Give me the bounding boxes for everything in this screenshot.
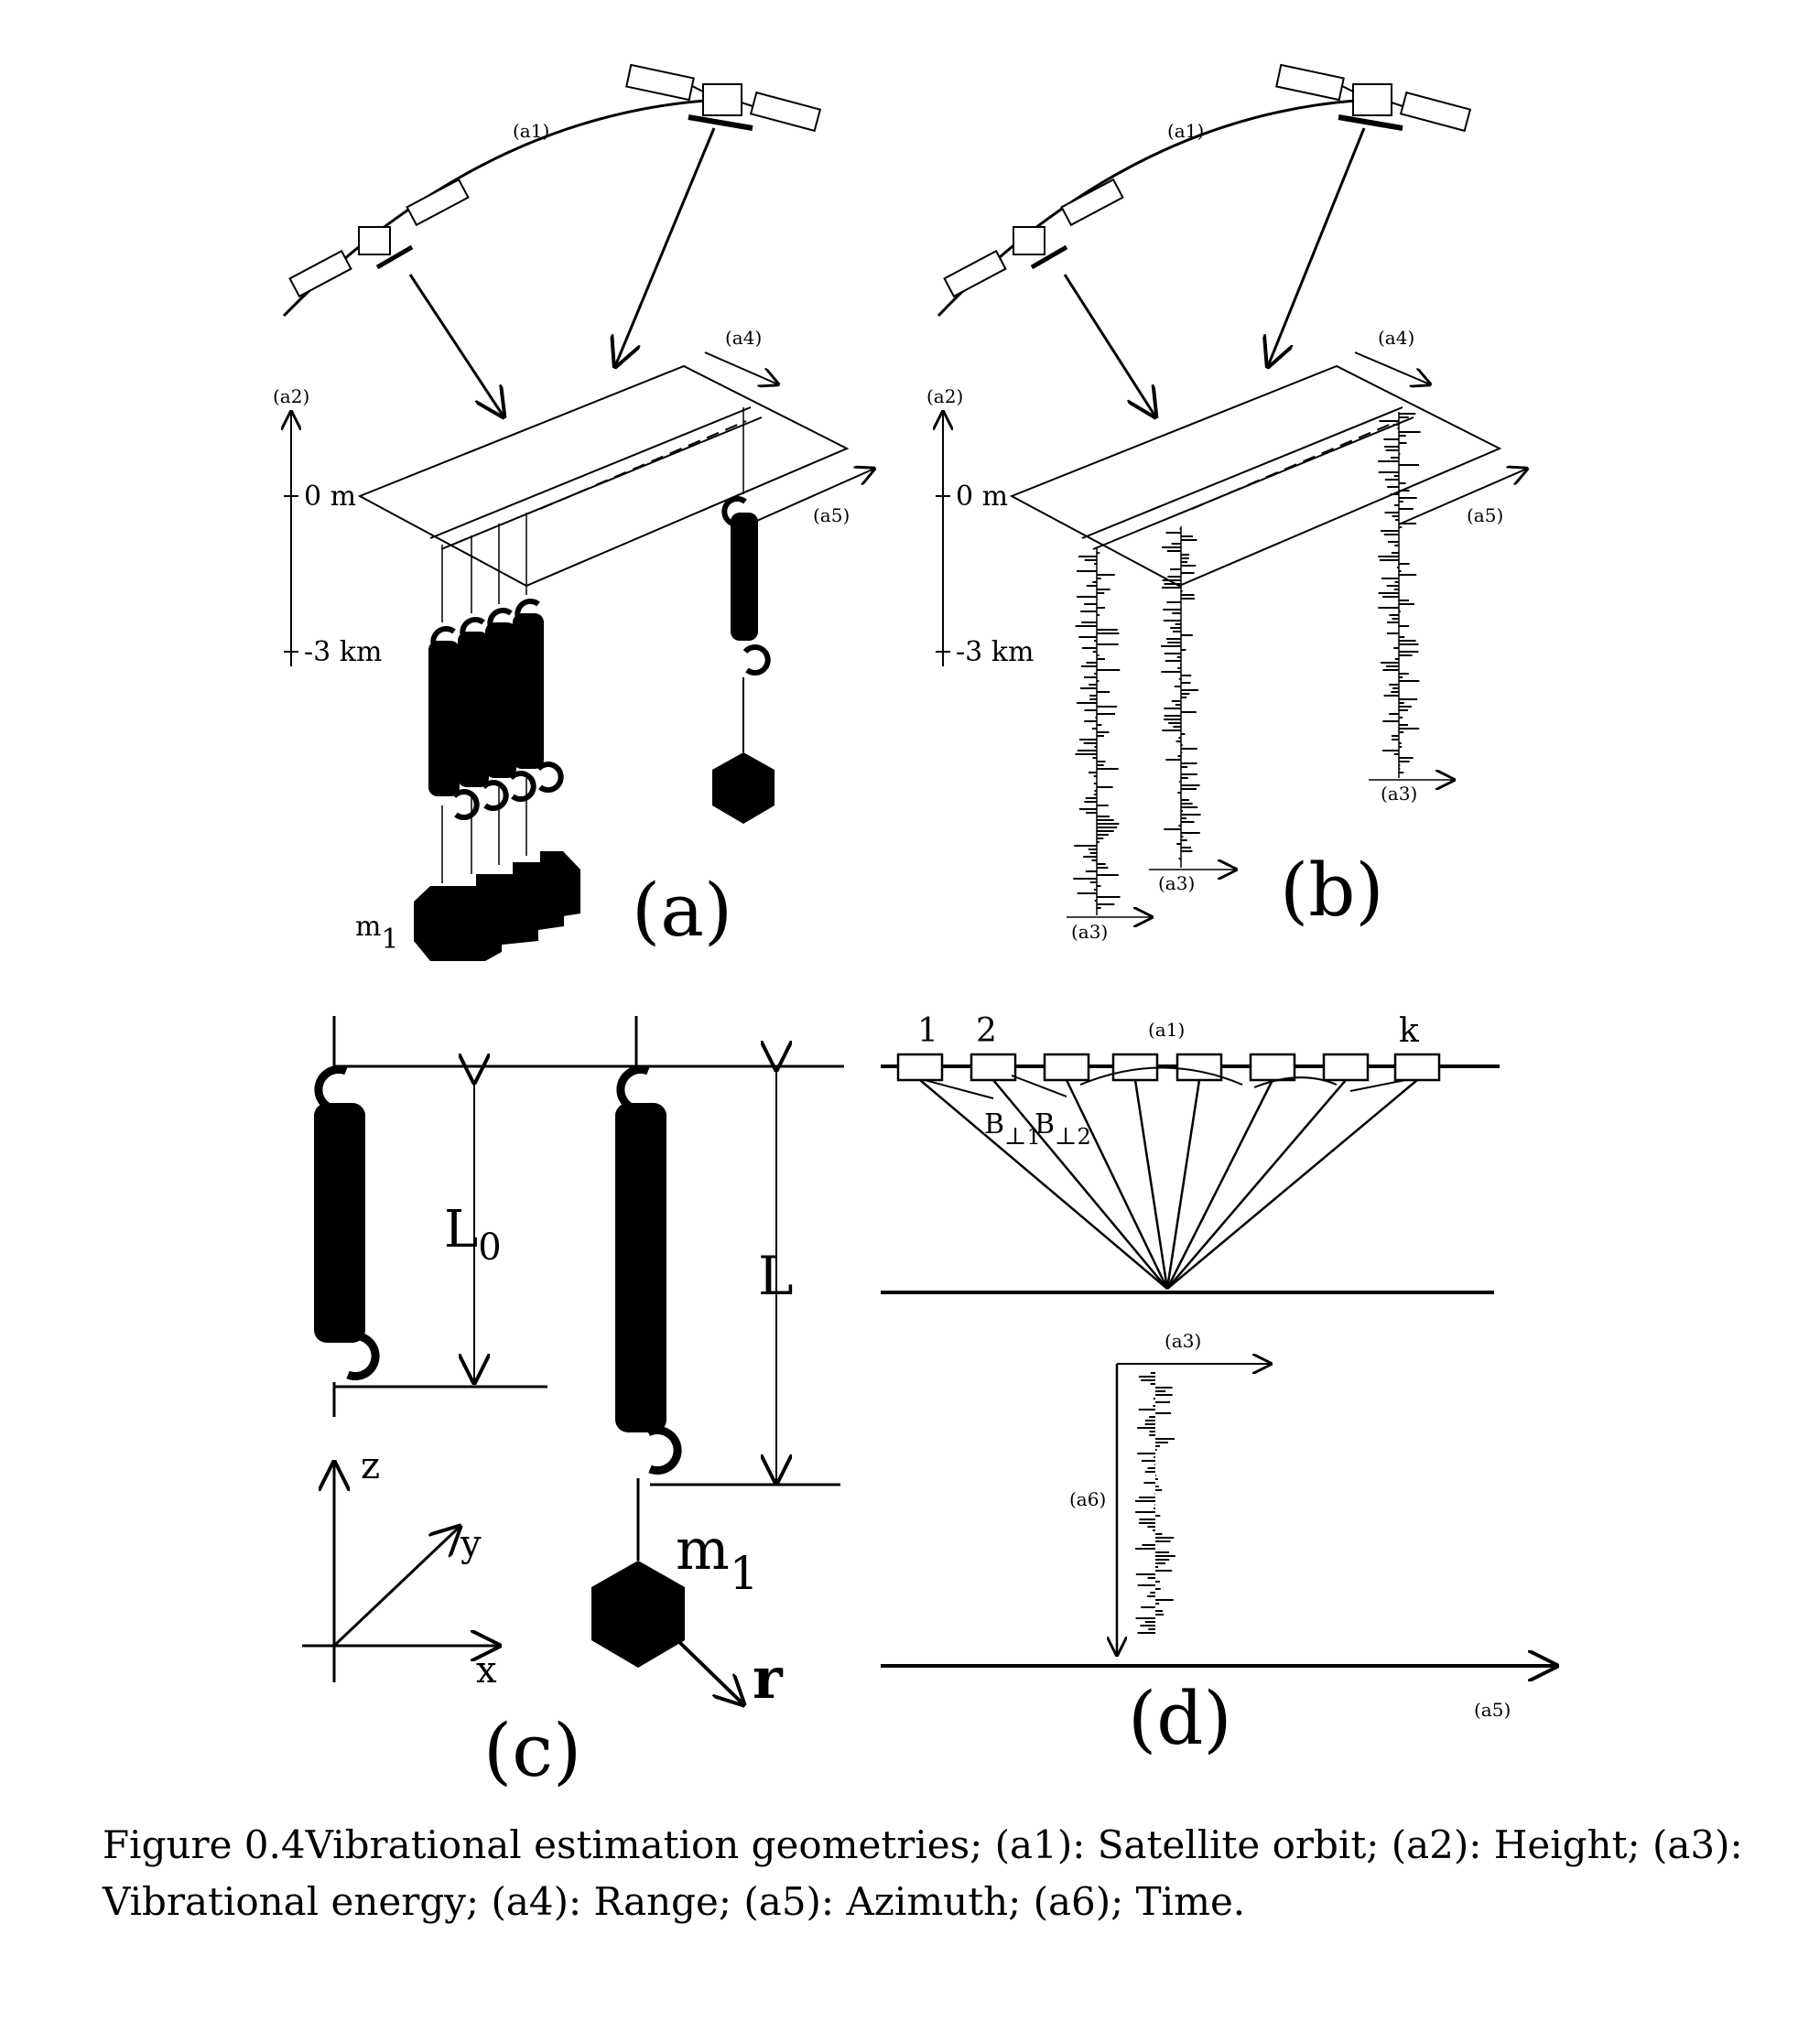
axis-x-label: x xyxy=(476,1649,497,1691)
azimuth-label: (a5) xyxy=(1474,1699,1511,1721)
height-tick-bottom: -3 km xyxy=(304,636,382,668)
satellite-box xyxy=(1393,1053,1441,1082)
satellite-box xyxy=(1043,1053,1090,1082)
satellite-box xyxy=(896,1053,944,1082)
baseline-ray xyxy=(992,1079,1168,1290)
baseline-rays xyxy=(919,1079,1418,1290)
spring-stack xyxy=(428,613,544,796)
look-direction-arrow xyxy=(1063,274,1155,416)
baseline-2-label: B⊥2 xyxy=(1035,1108,1091,1151)
height-tick-top: 0 m xyxy=(304,481,356,513)
spring-hook xyxy=(742,644,771,676)
range-arrow xyxy=(704,351,778,384)
satellite-box xyxy=(970,1053,1017,1082)
panel-label-d: (d) xyxy=(1128,1676,1232,1761)
spring-hook xyxy=(645,1426,682,1475)
index-first: 1 xyxy=(917,1012,938,1050)
satellite-icon xyxy=(288,178,470,298)
y-axis xyxy=(332,1527,460,1648)
panel-label-c: (c) xyxy=(483,1708,581,1793)
mass-hexagon xyxy=(712,752,775,824)
energy-label: (a3) xyxy=(1071,921,1108,943)
look-direction-arrow xyxy=(408,274,504,416)
energy-label: (a3) xyxy=(1165,1330,1201,1352)
range-label: (a4) xyxy=(725,327,762,349)
index-last: k xyxy=(1399,1012,1420,1050)
axis-z-label: z xyxy=(361,1445,380,1487)
energy-axes xyxy=(1067,412,1454,917)
stretched-spring-coil xyxy=(615,1103,666,1432)
height-label: (a2) xyxy=(926,385,963,407)
panel-label-b: (b) xyxy=(1280,848,1384,933)
spring-hook xyxy=(314,1065,351,1114)
panel-d: 1 2 k (a1) B⊥1 B⊥2 (a3) (a6) (a5) (d) xyxy=(881,1012,1556,1761)
mass-block xyxy=(414,851,580,961)
orbit-label: (a1) xyxy=(1167,120,1204,142)
displacement-label: r xyxy=(753,1645,784,1712)
satellite-box xyxy=(1249,1053,1296,1082)
spring-coil xyxy=(731,513,758,641)
baseline-ray xyxy=(1065,1079,1169,1290)
baseline-ray xyxy=(1133,1079,1169,1290)
look-direction-arrow xyxy=(1268,127,1366,366)
energy-profile xyxy=(1135,1372,1175,1634)
energy-profiles xyxy=(1073,413,1421,909)
baseline-ray xyxy=(1166,1079,1418,1290)
azimuth-label: (a5) xyxy=(813,504,850,526)
rest-spring-coil xyxy=(314,1103,365,1343)
panel-a: (a1) (a4) (a5) xyxy=(273,63,874,961)
figure-caption: Figure 0.4Vibrational estimation geometr… xyxy=(103,1822,1743,1924)
figure-canvas: (a1) (a4) (a5) xyxy=(273,63,1820,1793)
baseline-ray xyxy=(1165,1079,1201,1290)
height-label: (a2) xyxy=(273,385,309,407)
rest-length-label: L0 xyxy=(444,1200,502,1269)
baseline-ray xyxy=(919,1079,1168,1290)
baseline-1-label: B⊥1 xyxy=(984,1108,1041,1151)
spring-hook xyxy=(721,495,750,527)
axis-y-label: y xyxy=(460,1523,482,1565)
spring-hook xyxy=(343,1332,380,1381)
spring-hooks xyxy=(430,598,564,821)
stretched-length-label: L xyxy=(758,1245,794,1307)
height-tick-bottom: -3 km xyxy=(956,636,1034,668)
satellite-icon xyxy=(625,63,822,133)
height-tick-top: 0 m xyxy=(956,481,1008,513)
look-direction-arrow xyxy=(615,127,716,366)
orbit-label: (a1) xyxy=(513,120,549,142)
panel-b: (a1) (a4) (a5) (a2) 0 m -3 km xyxy=(926,63,1527,943)
satellite-icon xyxy=(1275,63,1472,133)
panel-label-a: (a) xyxy=(632,868,732,953)
mass-hexagon xyxy=(591,1561,685,1668)
satellite-orbit xyxy=(937,99,1356,318)
displacement-arrow xyxy=(676,1638,743,1704)
satellite-icon xyxy=(943,178,1124,298)
index-second: 2 xyxy=(976,1012,997,1050)
satellite-orbit xyxy=(282,99,706,318)
energy-label: (a3) xyxy=(1158,872,1195,894)
baseline-ray xyxy=(1165,1079,1274,1290)
time-label: (a6) xyxy=(1069,1488,1106,1510)
energy-label: (a3) xyxy=(1381,783,1417,805)
azimuth-arrow xyxy=(1400,469,1527,524)
ground-swath xyxy=(357,364,850,588)
range-arrow xyxy=(1354,351,1430,384)
satellite-box xyxy=(1322,1053,1370,1082)
satellite-box xyxy=(1175,1053,1223,1082)
azimuth-arrow xyxy=(750,469,874,524)
spring-hook xyxy=(616,1065,653,1114)
satellite-array xyxy=(896,1053,1441,1082)
azimuth-label: (a5) xyxy=(1467,504,1503,526)
baseline-ray xyxy=(1166,1079,1347,1290)
range-label: (a4) xyxy=(1378,327,1414,349)
ground-swath xyxy=(1009,364,1502,588)
suspension-lines xyxy=(441,407,744,883)
orbit-label: (a1) xyxy=(1148,1019,1185,1041)
mass-label: m1 xyxy=(676,1516,759,1600)
mass-label: m1 xyxy=(355,911,399,956)
baseline-arc xyxy=(924,1066,1406,1099)
panel-c: m1 r L0 L z y x (c) xyxy=(302,1016,844,1793)
